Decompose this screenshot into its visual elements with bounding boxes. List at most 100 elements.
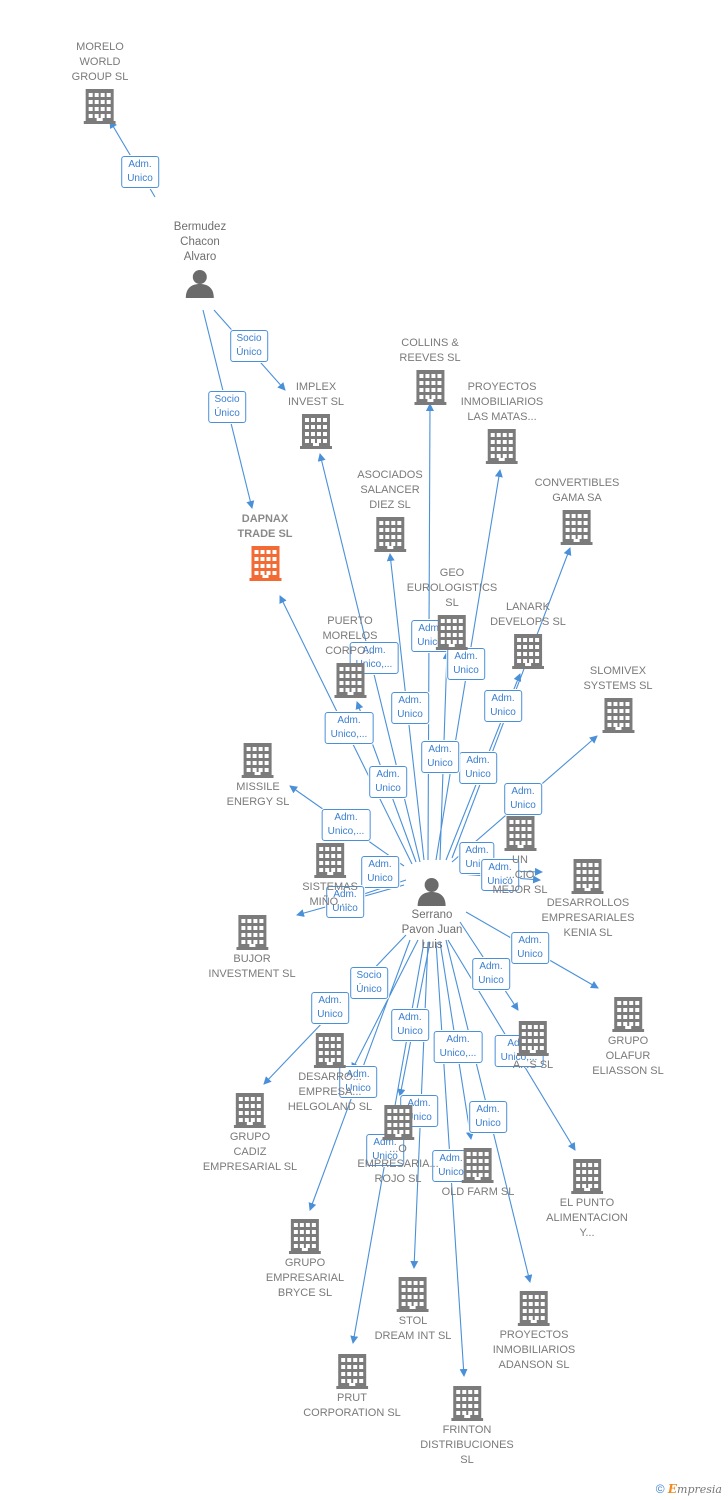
node-label: PROYECTOS INMOBILIARIOS ADANSON SL — [492, 1329, 576, 1371]
company-node-sistemas[interactable]: SISTEMAS MIÑO ... — [302, 842, 358, 910]
node-label: LANARK DEVELOPS SL — [490, 601, 566, 628]
edge-role-label[interactable]: Adm. Unico — [121, 156, 159, 188]
building-icon — [592, 996, 664, 1032]
company-node-helgoland[interactable]: DESARRO... EMPRESA... HELGOLAND SL — [288, 1032, 372, 1115]
company-node-proymatas[interactable]: PROYECTOS INMOBILIARIOS LAS MATAS... — [460, 380, 544, 464]
building-icon — [535, 509, 620, 545]
company-node-adanson[interactable]: PROYECTOS INMOBILIARIOS ADANSON SL — [492, 1290, 576, 1373]
node-label: DESARRO... EMPRESA... HELGOLAND SL — [287, 1071, 373, 1113]
node-label: GEO EUROLOGISTICS SL — [406, 567, 498, 609]
node-label: STOL DREAM INT SL — [374, 1315, 452, 1342]
building-icon — [288, 1032, 372, 1068]
node-label: IMPLEX INVEST SL — [287, 381, 345, 408]
company-node-collins[interactable]: COLLINS & REEVES SL — [399, 336, 461, 405]
building-icon — [375, 1276, 452, 1312]
footer-brand: © Empresia — [656, 1482, 722, 1496]
building-icon — [493, 1290, 576, 1326]
edge-role-label[interactable]: Adm. Unico — [391, 692, 429, 724]
company-node-bujor[interactable]: BUJOR INVESTMENT SL — [208, 914, 296, 982]
edge-role-label[interactable]: Adm. Unico — [391, 1009, 429, 1041]
building-icon — [208, 914, 295, 950]
edge-role-label[interactable]: Adm. Unico,... — [321, 809, 371, 841]
node-label: FRINTON DISTRIBUCIONES SL — [420, 1424, 514, 1466]
company-node-unmejor[interactable]: UN ...CIO MEJOR SL — [492, 815, 548, 898]
building-icon — [490, 633, 566, 669]
edge-role-label[interactable]: Socio Único — [350, 967, 388, 999]
company-node-kenia[interactable]: DESARROLLOS EMPRESARIALES KENIA SL — [541, 858, 635, 941]
company-node-stol[interactable]: STOL DREAM INT SL — [374, 1276, 452, 1344]
building-icon — [266, 1218, 344, 1254]
node-label: BUJOR INVESTMENT SL — [208, 953, 296, 980]
node-label: UN ...CIO MEJOR SL — [492, 854, 548, 896]
building-icon — [546, 1158, 628, 1194]
edge-role-label[interactable]: Adm. Unico — [447, 648, 485, 680]
company-node-missile[interactable]: MISSILE ENERGY SL — [227, 742, 290, 810]
building-icon — [542, 858, 635, 894]
node-label: DESARROLLOS EMPRESARIALES KENIA SL — [541, 897, 635, 939]
edge-role-label[interactable]: Socio Único — [230, 330, 268, 362]
company-node-implex[interactable]: IMPLEX INVEST SL — [288, 380, 344, 449]
edge-role-label[interactable]: Socio Único — [208, 391, 246, 423]
edge-role-label[interactable]: Adm. Unico — [326, 886, 364, 918]
edge-role-label[interactable]: Adm. Unico — [432, 1150, 470, 1182]
node-label: PROYECTOS INMOBILIARIOS LAS MATAS... — [460, 381, 544, 423]
node-label: PUERTO MORELOS CORPO... — [322, 615, 378, 657]
company-node-elpunto[interactable]: EL PUNTO ALIMENTACION Y... — [546, 1158, 628, 1241]
company-node-prut[interactable]: PRUT CORPORATION SL — [303, 1353, 401, 1421]
node-label: ...O EMPRESARIA... ROJO SL — [357, 1143, 439, 1185]
edge-role-label[interactable]: Adm. Unico,... — [349, 642, 399, 674]
edge-role-label[interactable]: Adm. Unico,... — [324, 712, 374, 744]
edge-role-label[interactable]: Adm. Unico — [511, 932, 549, 964]
edge-role-label[interactable]: Adm. Unico — [472, 958, 510, 990]
edge-role-label[interactable]: Adm. Uni... — [459, 842, 495, 874]
edge-role-label[interactable]: Adm. Unico,... — [433, 1031, 483, 1063]
person-node-serrano[interactable]: Serrano Pavon Juan Luis — [401, 876, 463, 953]
edge-role-label[interactable]: Adm. Unico — [361, 856, 399, 888]
edge-role-label[interactable]: Adm. Unico — [421, 741, 459, 773]
edge-role-label[interactable]: Adm. Unico — [481, 859, 519, 891]
edge-role-label[interactable]: Adm. Unico — [469, 1101, 507, 1133]
company-node-morelo[interactable]: MORELO WORLD GROUP SL — [71, 40, 129, 124]
company-node-oldfarm[interactable]: OLD FARM SL — [441, 1147, 515, 1200]
building-icon — [238, 545, 293, 581]
edge-role-label[interactable]: Adm. Unico — [311, 992, 349, 1024]
company-node-asociados[interactable]: ASOCIADOS SALANCER DIEZ SL — [357, 468, 423, 552]
building-icon — [203, 1092, 297, 1128]
node-label: EL PUNTO ALIMENTACION Y... — [546, 1197, 628, 1239]
company-node-olafur[interactable]: GRUPO OLAFUR ELIASSON SL — [592, 996, 664, 1079]
company-node-bryce[interactable]: GRUPO EMPRESARIAL BRYCE SL — [266, 1218, 344, 1301]
edge-role-label[interactable]: Adm. Unico — [504, 783, 542, 815]
company-node-geo[interactable]: GEO EUROLOGISTICS SL — [407, 566, 497, 650]
company-node-frinton[interactable]: FRINTON DISTRIBUCIONES SL — [420, 1385, 514, 1468]
copyright-symbol: © — [655, 1482, 665, 1496]
node-label: ASOCIADOS SALANCER DIEZ SL — [357, 469, 423, 511]
building-icon — [227, 742, 290, 778]
edge-role-label[interactable]: Adm. Unico — [459, 752, 497, 784]
company-node-rojo[interactable]: ...O EMPRESARIA... ROJO SL — [357, 1104, 439, 1187]
company-node-ajs[interactable]: A...S SL — [513, 1020, 553, 1073]
node-label: PRUT CORPORATION SL — [303, 1392, 401, 1419]
company-node-puerto[interactable]: PUERTO MORELOS CORPO... — [322, 614, 378, 698]
edge-role-label[interactable]: Adm. Unico — [484, 690, 522, 722]
company-node-lanark[interactable]: LANARK DEVELOPS SL — [490, 600, 566, 669]
node-label: Serrano Pavon Juan Luis — [401, 909, 463, 951]
edge-role-label[interactable]: Adm. Unico — [369, 766, 407, 798]
building-icon — [72, 88, 129, 124]
person-node-bermudez[interactable]: Bermudez Chacon Alvaro — [174, 220, 226, 298]
company-node-dapnax[interactable]: DAPNAX TRADE SL — [238, 512, 293, 581]
brand-logo-initial: E — [667, 1482, 678, 1496]
node-label: SISTEMAS MIÑO ... — [302, 881, 358, 908]
building-icon — [302, 842, 358, 878]
company-node-convertibles[interactable]: CONVERTIBLES GAMA SA — [535, 476, 620, 545]
building-icon — [322, 662, 377, 698]
company-node-slomivex[interactable]: SLOMIVEX SYSTEMS SL — [583, 664, 653, 733]
building-icon — [357, 516, 422, 552]
node-label: MORELO WORLD GROUP SL — [71, 41, 129, 83]
node-label: A...S SL — [512, 1059, 554, 1071]
node-label: OLD FARM SL — [441, 1186, 515, 1198]
edge-role-label[interactable]: Adm. Unico — [339, 1066, 377, 1098]
building-icon — [442, 1147, 515, 1183]
node-label: GRUPO OLAFUR ELIASSON SL — [592, 1035, 664, 1077]
company-node-cadiz[interactable]: GRUPO CADIZ EMPRESARIAL SL — [203, 1092, 297, 1175]
